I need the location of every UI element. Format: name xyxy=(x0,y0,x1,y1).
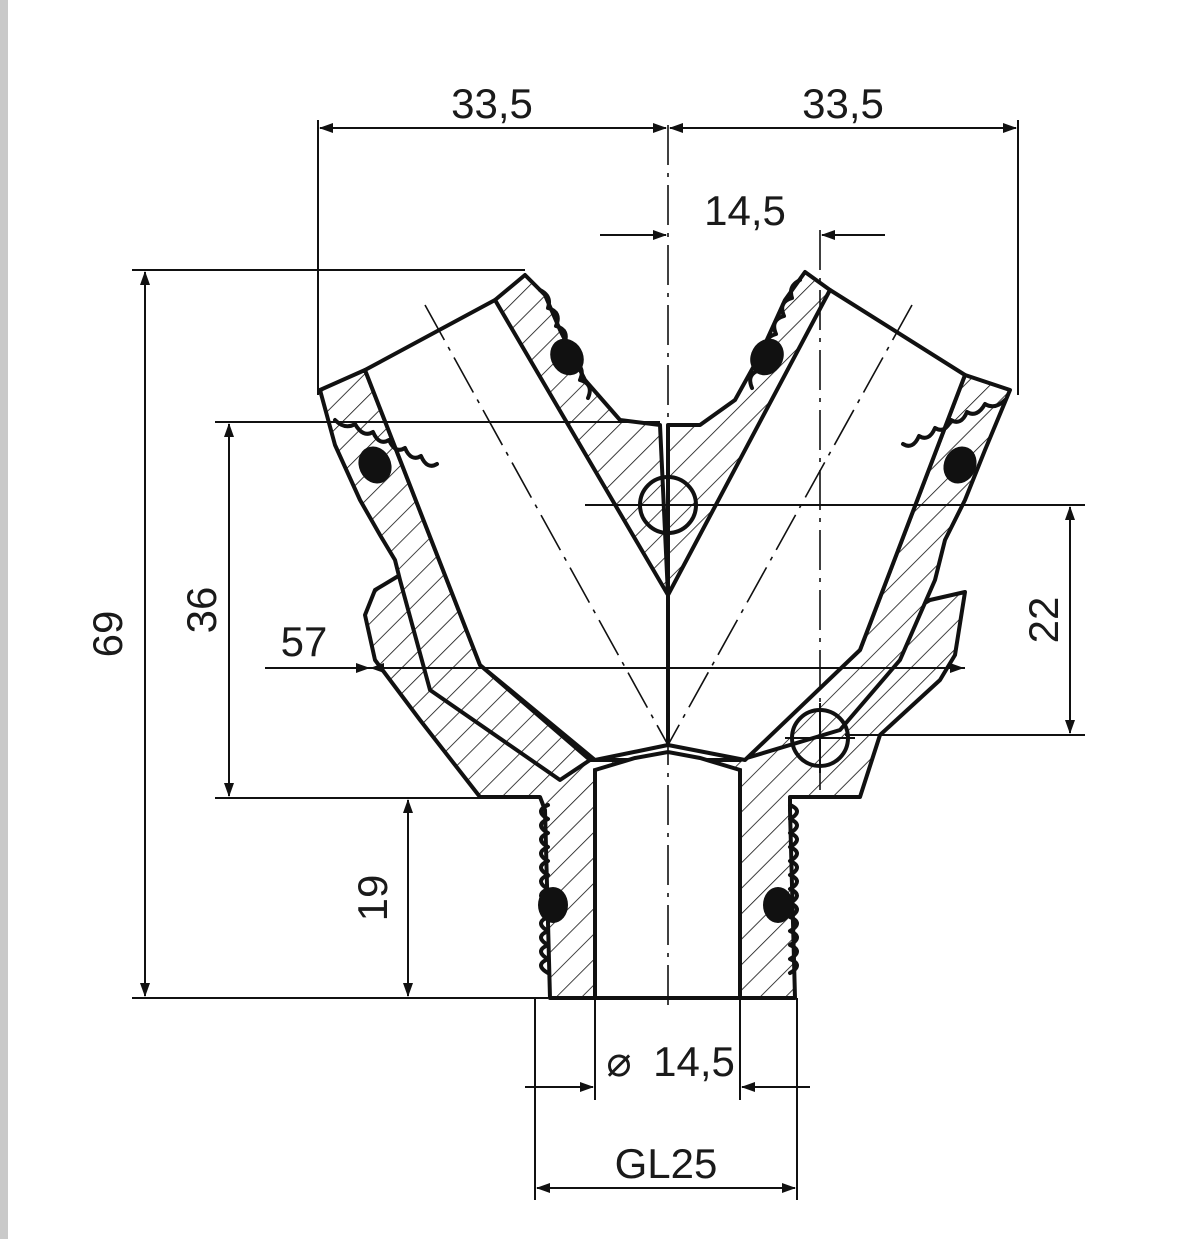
dimension-labels: 33,5 33,5 14,5 69 36 57 22 19 ⌀ 14,5 GL2… xyxy=(84,80,1067,1187)
dim-thread-size: GL25 xyxy=(615,1140,718,1187)
diameter-symbol: ⌀ xyxy=(606,1038,631,1085)
seal-left-arm xyxy=(358,446,392,484)
dim-bore-diameter: 14,5 xyxy=(653,1038,735,1085)
centerline-right-arm xyxy=(667,304,913,746)
dim-port-offset: 14,5 xyxy=(704,187,786,234)
left-arm-thread xyxy=(333,418,439,468)
dimension-lines xyxy=(132,120,1085,1200)
centerline-left-arm xyxy=(424,304,669,746)
seal-right-inner xyxy=(750,338,784,376)
dim-total-height: 69 xyxy=(84,611,131,658)
dim-port-spacing: 22 xyxy=(1020,597,1067,644)
page-edge-strip xyxy=(0,0,8,1239)
dim-top-left: 33,5 xyxy=(451,80,533,127)
seal-lower-left xyxy=(538,887,568,923)
dim-thread-length: 19 xyxy=(349,875,396,922)
seal-right-arm xyxy=(943,446,977,484)
right-arm-thread xyxy=(901,398,1007,448)
dim-body-height: 36 xyxy=(178,587,225,634)
seal-lower-right xyxy=(763,887,793,923)
dim-top-right: 33,5 xyxy=(802,80,884,127)
dim-body-width: 57 xyxy=(281,618,328,665)
seal-left-inner xyxy=(550,338,584,376)
part-body xyxy=(318,125,1012,1010)
lower-right-thread xyxy=(788,803,799,975)
